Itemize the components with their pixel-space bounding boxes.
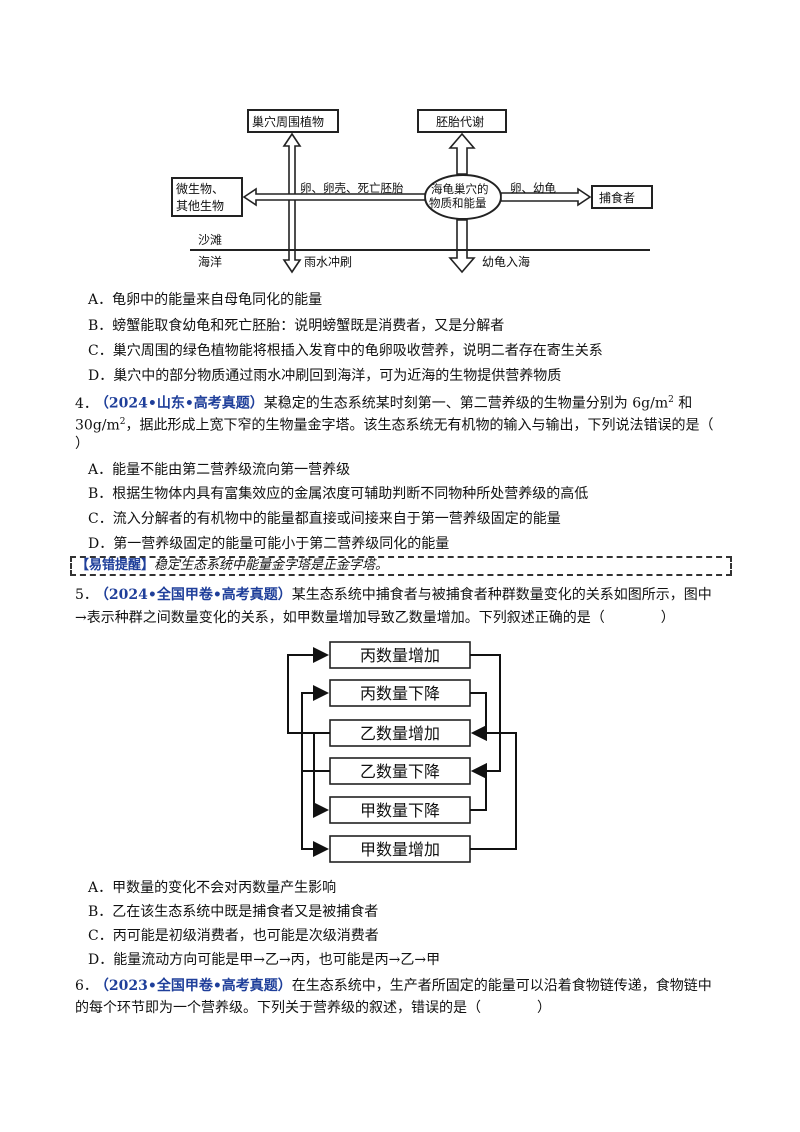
label-microbe-2: 其他生物 bbox=[176, 199, 224, 213]
label-rain: 雨水冲刷 bbox=[304, 254, 352, 269]
q4-stem-line2: 30g/m2，据此形成上宽下窄的生物量金字塔。该生态系统无有机物的输入与输出，下… bbox=[75, 412, 714, 436]
tip-text: 稳定生态系统中能量金字塔是正金字塔。 bbox=[154, 558, 389, 573]
label-eggs: 卵、卵壳、死亡胚胎 bbox=[300, 181, 404, 195]
q4-and: 和 bbox=[673, 395, 693, 412]
q5-stem-line2: →表示种群之间数量变化的关系，如甲数量增加导致乙数量增加。下列叙述正确的是（ ） bbox=[75, 610, 675, 626]
q3-option-a: A．龟卵中的能量来自母龟同化的能量 bbox=[88, 292, 323, 308]
q6-stem-line2: 的每个环节即为一个营养级。下列关于营养级的叙述，错误的是（ ） bbox=[75, 1000, 551, 1016]
q5-stem-line1: 5．（2024•全国甲卷•高考真题）某生态系统中捕食者与被捕食者种群数量变化的关… bbox=[75, 585, 712, 605]
arrow-yi-up-to-bing-up bbox=[287, 647, 330, 734]
tip-label: 【易错提醒】 bbox=[76, 558, 155, 573]
box-yi-up bbox=[329, 719, 471, 747]
label-embryo: 胚胎代谢 bbox=[436, 114, 484, 129]
arrow-jia-down-to-yi-down bbox=[470, 763, 487, 811]
box-predator bbox=[591, 185, 653, 209]
box-yi-down bbox=[329, 757, 471, 785]
box-microbes bbox=[171, 177, 243, 217]
arrow-jia-up-to-yi-up bbox=[470, 725, 517, 850]
error-tip-box: 【易错提醒】稳定生态系统中能量金字塔是正金字塔。 bbox=[70, 556, 732, 576]
label-yi-down: 乙数量下降 bbox=[360, 762, 440, 781]
q4-source: （2024•山东•高考真题） bbox=[101, 395, 264, 412]
q4-option-b: B．根据生物体内具有富集效应的金属浓度可辅助判断不同物种所处营养级的高低 bbox=[88, 486, 589, 502]
label-oval-1: 海龟巢穴的 bbox=[431, 182, 489, 196]
q6-stem-line1: 6．（2023•全国甲卷•高考真题）在生态系统中，生产者所固定的能量可以沿着食物… bbox=[75, 976, 712, 996]
arrow-bing-down-to-yi-up bbox=[470, 692, 487, 741]
q5-option-b: B．乙在该生态系统中既是捕食者又是被捕食者 bbox=[88, 904, 379, 920]
box-nest-plants bbox=[247, 109, 339, 133]
q6-text-1: 在生态系统中，生产者所固定的能量可以沿着食物链传递，食物链中 bbox=[291, 978, 712, 994]
label-nest-plants: 巢穴周围植物 bbox=[252, 114, 324, 129]
label-jia-down: 甲数量下降 bbox=[360, 801, 440, 820]
q3-option-d: D．巢穴中的部分物质通过雨水冲刷回到海洋，可为近海的生物提供营养物质 bbox=[88, 368, 562, 384]
q5-number: 5． bbox=[75, 587, 98, 603]
turtle-nest-diagram: 巢穴周围植物 胚胎代谢 微生物、 其他生物 卵、卵壳、死亡胚胎 海龟巢穴的 物质… bbox=[171, 109, 653, 274]
q4-stem-line1: 4．（2024•山东•高考真题）某稳定的生态系统某时刻第一、第二营养级的生物量分… bbox=[75, 390, 692, 414]
q4-option-d: D．第一营养级固定的能量可能小于第二营养级同化的能量 bbox=[88, 536, 450, 552]
label-juvenile: 幼龟入海 bbox=[482, 254, 530, 269]
arrow-juvenile-to-sea bbox=[448, 219, 476, 274]
q6-number: 6． bbox=[75, 978, 98, 994]
q3-option-c: C．巢穴周围的绿色植物能将根插入发育中的龟卵吸收营养，说明二者存在寄生关系 bbox=[88, 343, 603, 359]
label-bing-up: 丙数量增加 bbox=[360, 646, 440, 665]
label-jia-up: 甲数量增加 bbox=[360, 840, 440, 859]
box-embryo-metabolism bbox=[417, 109, 507, 133]
q4-option-c: C．流入分解者的有机物中的能量都直接或间接来自于第一营养级固定的能量 bbox=[88, 511, 561, 527]
box-bing-down bbox=[329, 679, 471, 707]
q5-option-d: D．能量流动方向可能是甲→乙→丙，也可能是丙→乙→甲 bbox=[88, 952, 441, 968]
label-beach: 沙滩 bbox=[198, 233, 222, 247]
q4-sup-2: 2 bbox=[119, 417, 126, 427]
box-jia-up bbox=[329, 835, 471, 863]
arrow-yi-down-to-jia-up bbox=[301, 770, 330, 857]
label-oval-2: 物质和能量 bbox=[429, 196, 487, 210]
arrow-to-microbes bbox=[242, 187, 426, 207]
q5-text-1: 某生态系统中捕食者与被捕食者种群数量变化的关系如图所示，图中 bbox=[291, 587, 712, 603]
q4-text-2a: 30g/m bbox=[75, 417, 120, 434]
vertical-arrow-left bbox=[282, 132, 302, 274]
q4-text-1: 某稳定的生态系统某时刻第一、第二营养级的生物量分别为 6g/m bbox=[263, 395, 669, 412]
q4-stem-line3: ） bbox=[75, 436, 89, 452]
label-microbe-1: 微生物、 bbox=[176, 182, 224, 196]
q6-source: （2023•全国甲卷•高考真题） bbox=[101, 978, 292, 994]
q3-option-b: B．螃蟹能取食幼龟和死亡胚胎：说明螃蟹既是消费者，又是分解者 bbox=[88, 318, 505, 334]
q4-text-2b: ，据此形成上宽下窄的生物量金字塔。该生态系统无有机物的输入与输出，下列说法错误的… bbox=[125, 417, 714, 434]
label-hatch: 卵、幼龟 bbox=[510, 181, 556, 195]
box-bing-up bbox=[329, 641, 471, 669]
label-bing-down: 丙数量下降 bbox=[360, 684, 440, 703]
q5-source: （2024•全国甲卷•高考真题） bbox=[101, 587, 292, 603]
q5-option-c: C．丙可能是初级消费者，也可能是次级消费者 bbox=[88, 928, 379, 944]
arrow-to-predator bbox=[500, 187, 592, 207]
label-ocean: 海洋 bbox=[198, 254, 222, 269]
label-predator: 捕食者 bbox=[599, 190, 635, 205]
population-relation-diagram: 丙数量增加 丙数量下降 乙数量增加 乙数量下降 甲数量下降 甲数量增加 bbox=[287, 641, 517, 863]
q4-number: 4． bbox=[75, 395, 98, 412]
label-yi-up: 乙数量增加 bbox=[360, 724, 440, 743]
q4-sup-1: 2 bbox=[668, 395, 674, 405]
q5-option-a: A．甲数量的变化不会对丙数量产生影响 bbox=[88, 880, 337, 896]
q4-option-a: A．能量不能由第二营养级流向第一营养级 bbox=[88, 462, 351, 478]
arrow-to-embryo bbox=[448, 132, 476, 175]
